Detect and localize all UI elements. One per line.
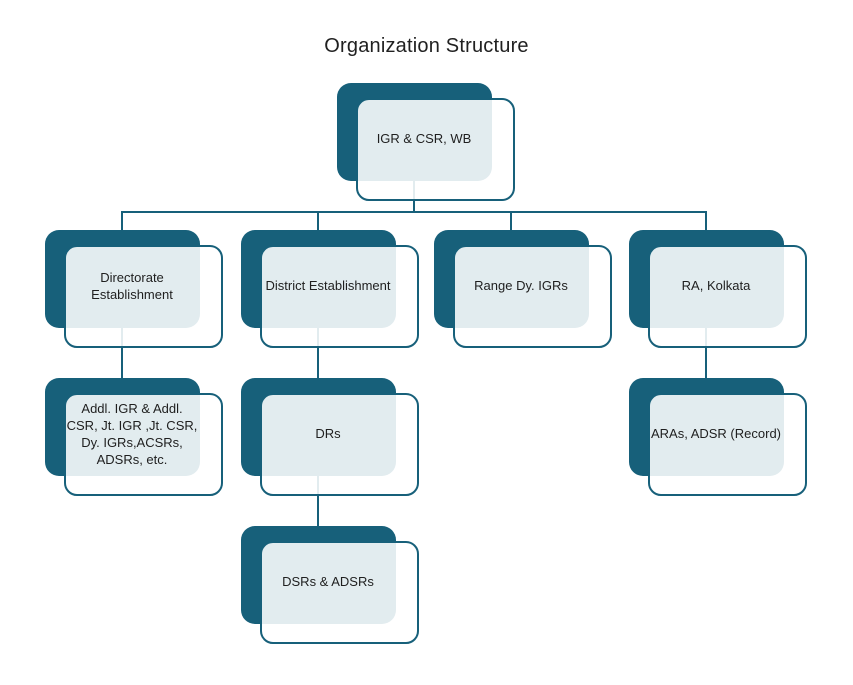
node-outline-shape xyxy=(648,393,807,496)
node-outline-shape xyxy=(64,245,223,348)
org-node-dsrs-adsrs: DSRs & ADSRs xyxy=(241,526,419,644)
node-outline-shape xyxy=(356,98,515,201)
node-outline-shape xyxy=(64,393,223,496)
diagram-title: Organization Structure xyxy=(324,35,529,57)
node-label: Addl. IGR & Addl. CSR, Jt. IGR ,Jt. CSR,… xyxy=(66,400,198,468)
node-label: Range Dy. IGRs xyxy=(474,278,568,294)
node-label: IGR & CSR, WB xyxy=(376,131,472,147)
node-outline-shape xyxy=(648,245,807,348)
org-node-igr-csr-wb: IGR & CSR, WB xyxy=(337,83,515,201)
org-node-directorate-establishment: Directorate Establishment xyxy=(45,230,223,348)
node-label: DSRs & ADSRs xyxy=(282,574,374,590)
node-label: RA, Kolkata xyxy=(681,278,751,294)
org-node-drs: DRs xyxy=(241,378,419,496)
node-label: ARAs, ADSR (Record) xyxy=(650,426,782,442)
node-label: Directorate Establishment xyxy=(91,269,173,302)
node-outline-shape xyxy=(260,245,419,348)
node-label: District Establishment xyxy=(265,278,391,294)
org-node-district-establishment: District Establishment xyxy=(241,230,419,348)
org-node-range-dy-igrs: Range Dy. IGRs xyxy=(434,230,612,348)
org-node-aras-adsr-record: ARAs, ADSR (Record) xyxy=(629,378,807,496)
node-label: DRs xyxy=(315,426,341,442)
org-node-ra-kolkata: RA, Kolkata xyxy=(629,230,807,348)
node-outline-shape xyxy=(453,245,612,348)
node-outline-shape xyxy=(260,393,419,496)
org-node-addl-igr-group: Addl. IGR & Addl. CSR, Jt. IGR ,Jt. CSR,… xyxy=(45,378,223,496)
node-outline-shape xyxy=(260,541,419,644)
